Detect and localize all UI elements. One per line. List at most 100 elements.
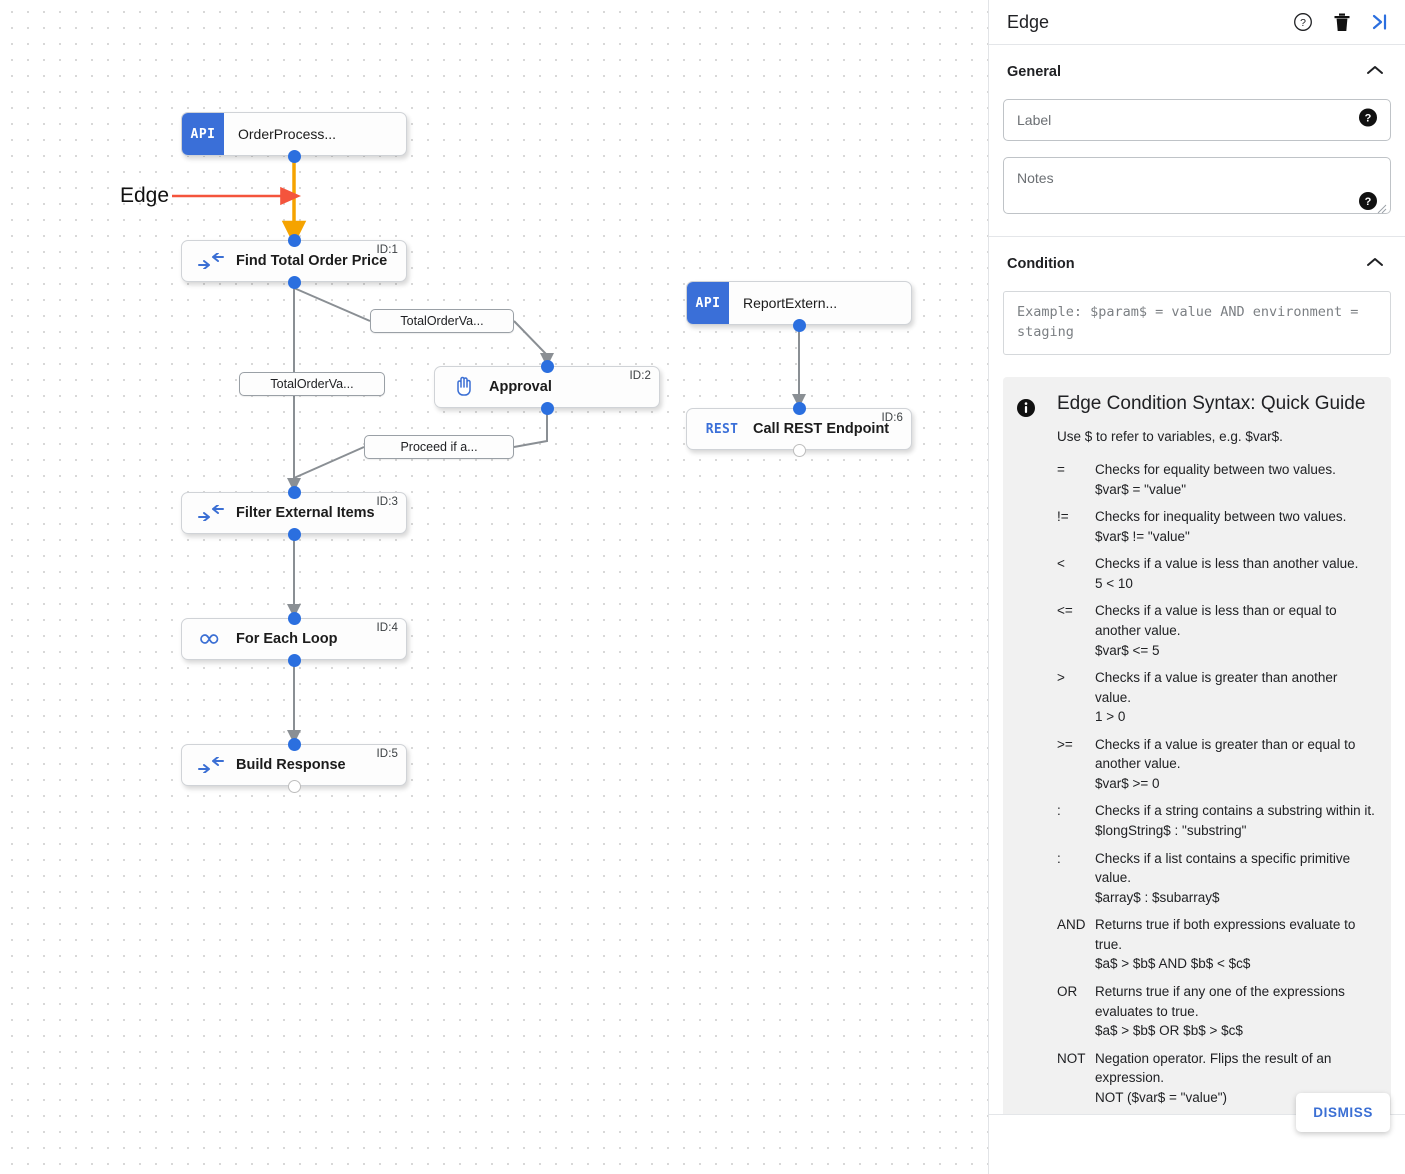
operator-row: != Checks for inequality between two val… <box>1057 507 1377 546</box>
operator-symbol: = <box>1057 462 1065 477</box>
collapse-panel-icon[interactable] <box>1371 13 1391 31</box>
operator-desc-text: Checks if a value is greater than or equ… <box>1095 736 1356 772</box>
operator-desc-text: Returns true if both expressions evaluat… <box>1095 917 1356 952</box>
operator-row: < Checks if a value is less than another… <box>1057 554 1377 593</box>
chevron-up-icon[interactable] <box>1365 63 1385 81</box>
edge-label[interactable]: TotalOrderVa... <box>370 309 514 333</box>
operator-row: > Checks if a value is greater than anot… <box>1057 668 1377 727</box>
edge-label-text: TotalOrderVa... <box>400 314 484 328</box>
label-help-icon[interactable]: ? <box>1359 108 1377 132</box>
operator-example: $var$ = "value" <box>1095 481 1187 497</box>
operator-row: : Checks if a string contains a substrin… <box>1057 801 1377 840</box>
notes-field-wrapper: ? <box>1003 157 1391 214</box>
help-icon[interactable]: ? <box>1293 12 1313 32</box>
operator-description: Returns true if both expressions evaluat… <box>1095 915 1377 974</box>
notes-input[interactable] <box>1004 158 1390 208</box>
node-label: Approval <box>489 379 552 395</box>
operator-description: Checks for inequality between two values… <box>1095 507 1377 546</box>
edge-label[interactable]: Proceed if a... <box>364 435 514 459</box>
node-id-badge: ID:6 <box>881 412 903 424</box>
operator-description: Checks if a list contains a specific pri… <box>1095 849 1377 908</box>
node-id-badge: ID:4 <box>376 622 398 634</box>
rest-icon-text: REST <box>705 421 739 437</box>
operator-description: Checks if a string contains a substring … <box>1095 801 1377 840</box>
panel-title: Edge <box>1007 11 1050 32</box>
workflow-canvas[interactable]: Edge API OrderProcess... Find Total Orde… <box>0 0 988 1174</box>
port-out-orderprocess[interactable] <box>288 150 301 163</box>
node-label: Call REST Endpoint <box>753 421 890 437</box>
api-badge: API <box>182 113 224 155</box>
port-in-find-total-order-price[interactable] <box>288 234 301 247</box>
operator-desc-text: Checks for inequality between two values… <box>1095 509 1347 525</box>
svg-text:?: ? <box>1300 17 1306 29</box>
node-label: Find Total Order Price <box>236 253 388 269</box>
node-orderprocess[interactable]: API OrderProcess... <box>181 112 407 156</box>
node-approval[interactable]: Approval ID:2 <box>434 366 660 408</box>
merge-arrows-icon <box>196 248 226 274</box>
port-out-reportextern[interactable] <box>793 319 806 332</box>
port-out-find-total-order-price[interactable] <box>288 276 301 289</box>
port-in-call-rest-endpoint[interactable] <box>793 402 806 415</box>
node-id-badge: ID:5 <box>376 748 398 760</box>
chevron-up-icon[interactable] <box>1365 255 1385 273</box>
edge-properties-panel: Edge ? <box>988 0 1405 1174</box>
operator-example: $var$ <= 5 <box>1095 642 1160 658</box>
node-id-badge: ID:1 <box>376 244 398 256</box>
section-general: General ? <box>989 45 1405 237</box>
port-out-approval[interactable] <box>541 402 554 415</box>
operator-example: $var$ != "value" <box>1095 528 1190 544</box>
node-build-response[interactable]: Build Response ID:5 <box>181 744 407 786</box>
info-icon <box>1017 393 1057 1107</box>
operator-description: Checks if a value is greater than or equ… <box>1095 735 1377 794</box>
operator-desc-text: Checks if a value is less than another v… <box>1095 556 1359 572</box>
operator-example: $var$ >= 0 <box>1095 775 1160 791</box>
edge-wires <box>172 158 806 744</box>
operator-example: $a$ > $b$ AND $b$ < $c$ <box>1095 956 1251 972</box>
operator-row: = Checks for equality between two values… <box>1057 460 1377 499</box>
operator-description: Checks if a value is greater than anothe… <box>1095 668 1377 727</box>
dismiss-button[interactable]: DISMISS <box>1296 1093 1390 1132</box>
label-input[interactable] <box>1004 100 1390 140</box>
operator-row: AND Returns true if both expressions eva… <box>1057 915 1377 974</box>
operator-symbol: : <box>1057 803 1061 819</box>
svg-text:?: ? <box>1365 196 1372 208</box>
section-general-header[interactable]: General <box>1007 63 1391 81</box>
panel-body: General ? <box>989 45 1405 1114</box>
operator-desc-text: Negation operator. Flips the result of a… <box>1095 1050 1332 1086</box>
operator-row: NOT Negation operator. Flips the result … <box>1057 1049 1377 1108</box>
operator-example: NOT ($var$ = "value") <box>1095 1089 1228 1105</box>
operator-description: Negation operator. Flips the result of a… <box>1095 1049 1377 1108</box>
port-in-for-each-loop[interactable] <box>288 612 301 625</box>
operator-example: $array$ : $subarray$ <box>1095 889 1220 905</box>
operator-example: 1 > 0 <box>1095 709 1126 725</box>
port-in-approval[interactable] <box>541 360 554 373</box>
operator-row: OR Returns true if any one of the expres… <box>1057 982 1377 1041</box>
node-label: For Each Loop <box>236 631 338 647</box>
edge-label-text: Proceed if a... <box>400 440 478 454</box>
operator-row: <= Checks if a value is less than or equ… <box>1057 601 1377 660</box>
operator-desc-text: Returns true if any one of the expressio… <box>1095 983 1345 1019</box>
condition-editor[interactable]: Example: $param$ = value AND environment… <box>1003 291 1391 355</box>
port-in-filter-external-items[interactable] <box>288 486 301 499</box>
port-out-for-each-loop[interactable] <box>288 654 301 667</box>
operator-symbol: > <box>1057 670 1065 686</box>
svg-text:?: ? <box>1365 113 1372 125</box>
port-out-build-response[interactable] <box>288 780 301 793</box>
edge-label[interactable]: TotalOrderVa... <box>239 372 385 396</box>
port-out-filter-external-items[interactable] <box>288 528 301 541</box>
port-out-call-rest-endpoint[interactable] <box>793 444 806 457</box>
node-call-rest-endpoint[interactable]: REST Call REST Endpoint ID:6 <box>686 408 912 450</box>
delete-icon[interactable] <box>1333 13 1351 32</box>
operator-symbol: >= <box>1057 736 1073 752</box>
node-id-badge: ID:3 <box>376 496 398 508</box>
operator-symbol: < <box>1057 556 1065 572</box>
section-condition-header[interactable]: Condition <box>1007 255 1391 273</box>
section-condition-title: Condition <box>1007 256 1075 272</box>
api-badge: API <box>687 282 729 324</box>
notes-help-icon[interactable]: ? <box>1359 192 1377 215</box>
condition-syntax-guide: Edge Condition Syntax: Quick Guide Use $… <box>1003 377 1391 1114</box>
infinity-icon <box>196 626 226 652</box>
node-reportextern[interactable]: API ReportExtern... <box>686 281 912 325</box>
operator-example: 5 < 10 <box>1095 575 1133 591</box>
port-in-build-response[interactable] <box>288 738 301 751</box>
